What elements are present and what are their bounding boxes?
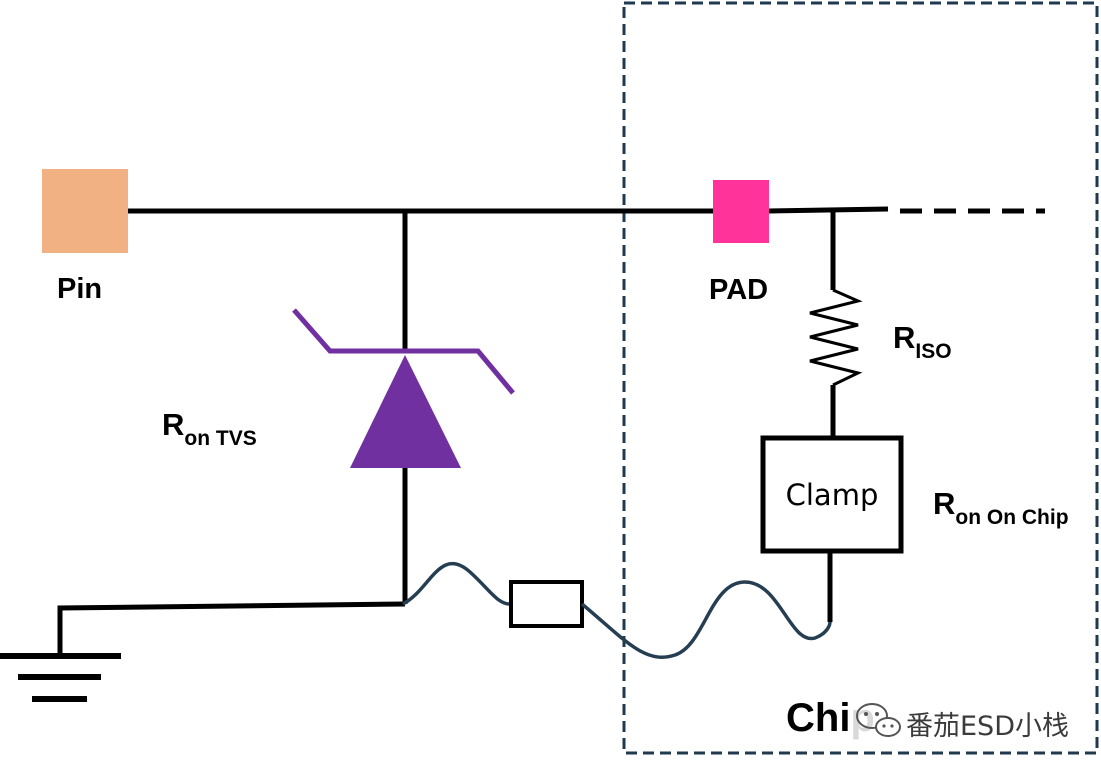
watermark-text: 番茄ESD小栈 bbox=[906, 711, 1069, 742]
on-chip-clamp-branch: Clamp bbox=[760, 211, 904, 622]
pad-label: PAD bbox=[709, 274, 768, 306]
zigzag-resistor-icon bbox=[809, 288, 863, 387]
trace-resistor bbox=[509, 580, 584, 628]
wechat-icon bbox=[856, 703, 901, 737]
chip-pad bbox=[713, 180, 769, 243]
riso-label: RISO bbox=[893, 320, 952, 363]
ground-symbol-icon bbox=[0, 601, 406, 702]
signal-line-inside-chip bbox=[767, 206, 889, 214]
clamp-label: Clamp bbox=[786, 478, 879, 512]
ron-onchip-label: Ron On Chip bbox=[933, 486, 1069, 529]
watermark: 番茄ESD小栈 bbox=[850, 695, 1080, 745]
parasitic-ground-trace bbox=[402, 562, 832, 659]
ron-tvs-label: Ron TVS bbox=[162, 407, 257, 450]
tvs-diode-icon bbox=[292, 211, 515, 604]
pin-label: Pin bbox=[57, 273, 102, 305]
pin-pad bbox=[42, 169, 128, 253]
